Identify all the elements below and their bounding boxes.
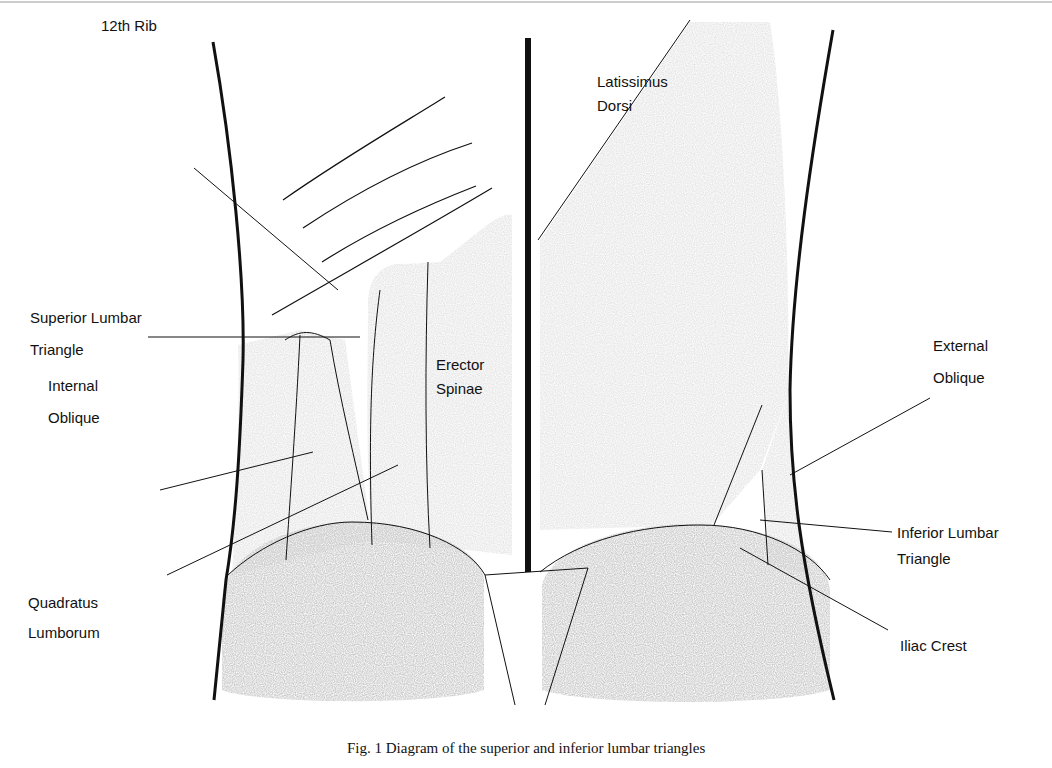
- part-label: Inferior Lumbar Triangle: [897, 520, 1017, 572]
- top-rule: [0, 2, 1052, 3]
- external-oblique-muscle: [762, 395, 812, 575]
- latissimus-dorsi-muscle: [540, 22, 788, 530]
- figure-caption: Fig. 1 Diagram of the superior and infer…: [347, 740, 705, 757]
- body-outline: [790, 30, 834, 700]
- erector-spinae-muscle: [367, 214, 512, 555]
- part-label: Latissimus Dorsi: [597, 70, 679, 118]
- part-label: Iliac Crest: [900, 636, 1010, 656]
- rib-lines: [272, 97, 492, 315]
- spine-line: [525, 38, 531, 572]
- internal-oblique-muscle: [232, 330, 372, 575]
- part-label: Quadratus Lumborum: [28, 588, 118, 648]
- part-label: 12th Rib: [101, 16, 201, 36]
- part-label: Erector Spinae: [436, 353, 508, 401]
- part-label: Superior Lumbar Triangle: [30, 302, 155, 366]
- boundary-lines: [228, 20, 830, 705]
- leader-lines: [148, 168, 930, 630]
- part-label: External Oblique: [933, 330, 1015, 394]
- part-label: Internal Oblique: [48, 370, 130, 434]
- body-outline: [213, 42, 243, 700]
